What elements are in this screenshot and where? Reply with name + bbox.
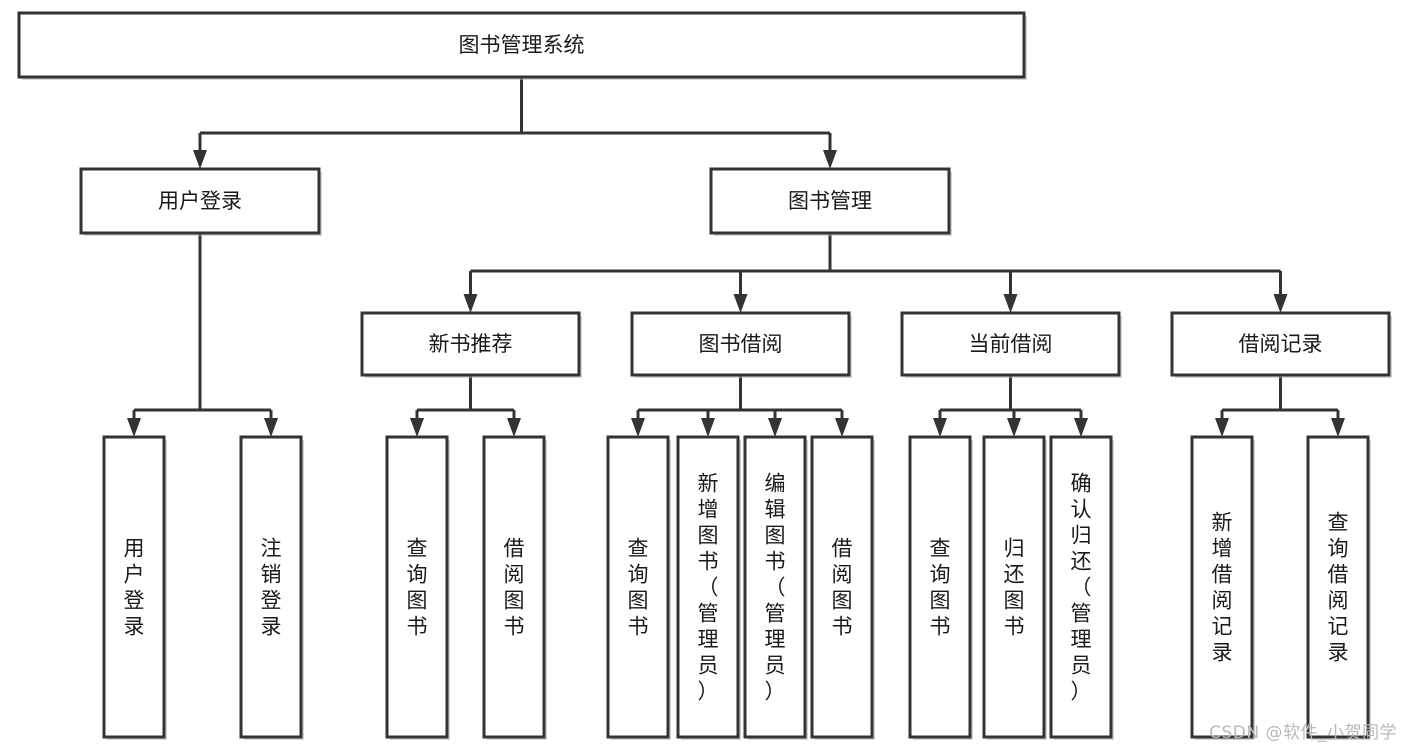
arrow-head-icon xyxy=(933,418,947,437)
arrow-head-icon xyxy=(768,418,782,437)
node-box[interactable] xyxy=(676,435,740,739)
node-level3[interactable]: 当前借阅 xyxy=(900,311,1122,378)
arrow-head-icon xyxy=(410,418,424,437)
arrow-head-icon xyxy=(1074,418,1088,437)
node-label: 归还图书 xyxy=(1004,536,1025,638)
node-label: 图书借阅 xyxy=(699,332,783,356)
arrow-head-icon xyxy=(193,150,207,169)
node-label: 编辑图书（管理员） xyxy=(765,471,786,703)
node-box[interactable] xyxy=(1170,311,1391,377)
node-leaf[interactable]: 编辑图书（管理员） xyxy=(743,435,808,740)
node-label: 借阅图书 xyxy=(832,536,853,638)
arrow-head-icon xyxy=(823,150,837,169)
node-label: 查询图书 xyxy=(407,536,428,638)
node-level3[interactable]: 图书借阅 xyxy=(630,311,852,378)
node-layer: 图书管理系统用户登录图书管理新书推荐图书借阅当前借阅借阅记录用户登录注销登录查询… xyxy=(17,11,1392,740)
node-label: 确认归还（管理员） xyxy=(1071,471,1092,703)
arrow-head-icon xyxy=(507,418,521,437)
node-leaf[interactable]: 归还图书 xyxy=(982,435,1047,740)
connector-layer xyxy=(127,77,1345,437)
arrow-head-icon xyxy=(264,418,278,437)
node-label: 图书管理 xyxy=(788,189,872,213)
watermark-label: CSDN @软件_小贺同学 xyxy=(1209,723,1397,743)
arrow-head-icon xyxy=(1215,418,1229,437)
node-box[interactable] xyxy=(900,311,1121,377)
node-level3[interactable]: 借阅记录 xyxy=(1170,311,1392,378)
node-leaf[interactable]: 用户登录 xyxy=(102,435,167,740)
arrow-head-icon xyxy=(463,294,478,313)
node-level3[interactable]: 新书推荐 xyxy=(360,311,582,378)
node-box[interactable] xyxy=(102,435,166,739)
node-label: 查询图书 xyxy=(930,536,951,638)
node-box[interactable] xyxy=(239,435,303,739)
node-leaf[interactable]: 查询图书 xyxy=(908,435,973,740)
node-leaf[interactable]: 新增借阅记录 xyxy=(1190,435,1255,740)
node-box[interactable] xyxy=(385,435,449,739)
node-leaf[interactable]: 确认归还（管理员） xyxy=(1049,435,1114,740)
node-label: 图书管理系统 xyxy=(459,33,585,57)
node-label: 用户登录 xyxy=(124,536,145,638)
node-label: 借阅图书 xyxy=(504,536,525,638)
node-label: 查询借阅记录 xyxy=(1328,510,1349,664)
node-box[interactable] xyxy=(1049,435,1113,739)
arrow-head-icon xyxy=(1003,294,1018,313)
arrow-head-icon xyxy=(733,294,748,313)
node-box[interactable] xyxy=(360,311,581,377)
node-box[interactable] xyxy=(630,311,851,377)
node-box[interactable] xyxy=(17,11,1026,79)
node-box[interactable] xyxy=(709,167,951,235)
node-leaf[interactable]: 新增图书（管理员） xyxy=(676,435,741,740)
node-box[interactable] xyxy=(79,167,321,235)
node-label: 注销登录 xyxy=(261,536,282,638)
node-box[interactable] xyxy=(908,435,972,739)
node-box[interactable] xyxy=(810,435,874,739)
node-label: 用户登录 xyxy=(158,189,242,213)
arrow-head-icon xyxy=(701,418,715,437)
arrow-head-icon xyxy=(835,418,849,437)
arrow-head-icon xyxy=(631,418,645,437)
node-leaf[interactable]: 查询图书 xyxy=(385,435,450,740)
arrow-head-icon xyxy=(1007,418,1021,437)
node-leaf[interactable]: 查询图书 xyxy=(606,435,671,740)
node-label: 当前借阅 xyxy=(969,332,1053,356)
node-leaf[interactable]: 借阅图书 xyxy=(810,435,875,740)
node-label: 新增借阅记录 xyxy=(1212,510,1233,664)
node-leaf[interactable]: 注销登录 xyxy=(239,435,304,740)
node-leaf[interactable]: 查询借阅记录 xyxy=(1306,435,1371,740)
arrow-head-icon xyxy=(127,418,141,437)
node-box[interactable] xyxy=(1190,435,1254,739)
node-label: 新增图书（管理员） xyxy=(698,471,719,703)
node-level2[interactable]: 用户登录 xyxy=(79,167,322,236)
arrow-head-icon xyxy=(1273,294,1288,313)
node-box[interactable] xyxy=(982,435,1046,739)
node-label: 借阅记录 xyxy=(1239,332,1323,356)
node-label: 新书推荐 xyxy=(429,332,513,356)
node-label: 查询图书 xyxy=(628,536,649,638)
node-box[interactable] xyxy=(482,435,546,739)
node-leaf[interactable]: 借阅图书 xyxy=(482,435,547,740)
node-root[interactable]: 图书管理系统 xyxy=(17,11,1027,80)
node-box[interactable] xyxy=(606,435,670,739)
node-box[interactable] xyxy=(743,435,807,739)
node-box[interactable] xyxy=(1306,435,1370,739)
arrow-head-icon xyxy=(1331,418,1345,437)
node-level2[interactable]: 图书管理 xyxy=(709,167,952,236)
